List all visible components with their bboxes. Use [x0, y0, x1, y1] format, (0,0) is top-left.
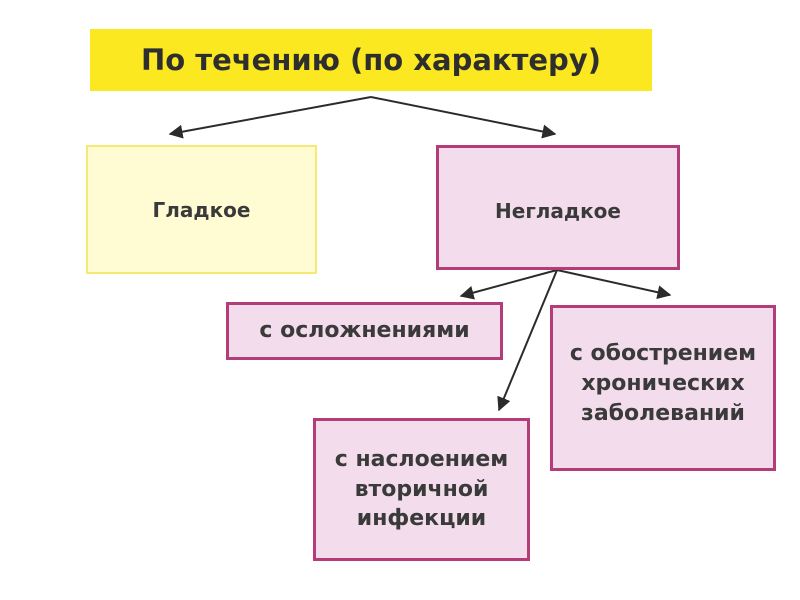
node-secondary-infection-line: с наслоением [334, 446, 509, 472]
node-exacerbation-line: хронических [581, 371, 745, 397]
node-complications-label: с осложнениями [259, 318, 470, 344]
node-nonsmooth-label: Негладкое [495, 199, 621, 223]
arrow-nonsmooth-to-secondary-infection [497, 269, 558, 412]
node-secondary-infection-line: вторичной [354, 476, 489, 502]
node-nonsmooth: Негладкое [436, 145, 680, 270]
node-smooth: Гладкое [86, 145, 317, 274]
arrow-nonsmooth-to-exacerbation [556, 269, 672, 300]
node-exacerbation: с обострением хронических заболеваний [550, 305, 776, 471]
node-complications: с осложнениями [226, 302, 503, 360]
arrow-nonsmooth-to-complications [459, 269, 558, 300]
node-secondary-infection: с наслоением вторичной инфекции [313, 418, 530, 561]
node-exacerbation-line: заболеваний [581, 400, 745, 426]
arrow-title-to-nonsmooth [370, 96, 557, 139]
arrow-title-to-smooth [168, 96, 372, 139]
diagram-title-text: По течению (по характеру) [141, 43, 601, 77]
node-secondary-infection-line: инфекции [356, 506, 487, 532]
node-exacerbation-line: с обострением [569, 341, 757, 367]
node-smooth-label: Гладкое [152, 197, 251, 222]
diagram-title: По течению (по характеру) [90, 29, 652, 91]
